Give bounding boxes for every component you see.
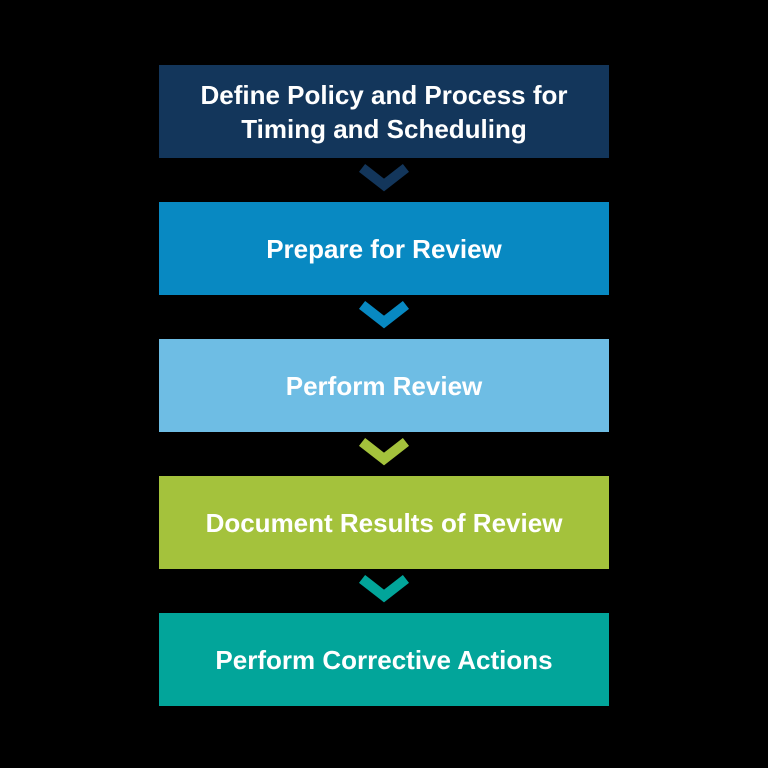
flow-step-corrective-actions: Perform Corrective Actions — [159, 613, 609, 706]
flow-step-label: Perform Corrective Actions — [215, 644, 553, 675]
flow-step-define-policy: Define Policy and Process for Timing and… — [159, 65, 609, 158]
flow-step-perform-review: Perform Review — [159, 339, 609, 432]
flow-step-label: Document Results of Review — [205, 507, 563, 538]
flow-step-document-results: Document Results of Review — [159, 476, 609, 569]
connector-4 — [159, 569, 609, 613]
connector-3 — [159, 432, 609, 476]
chevron-down-icon — [358, 301, 410, 329]
chevron-down-icon — [358, 438, 410, 466]
flow-step-prepare-review: Prepare for Review — [159, 202, 609, 295]
flow-step-label: Perform Review — [285, 370, 483, 401]
connector-2 — [159, 295, 609, 339]
flowchart: Define Policy and Process for Timing and… — [159, 0, 609, 706]
flow-step-label: Define Policy and Process for Timing and… — [200, 79, 568, 144]
chevron-down-icon — [358, 164, 410, 192]
connector-1 — [159, 158, 609, 202]
flow-step-label: Prepare for Review — [266, 233, 502, 264]
chevron-down-icon — [358, 575, 410, 603]
